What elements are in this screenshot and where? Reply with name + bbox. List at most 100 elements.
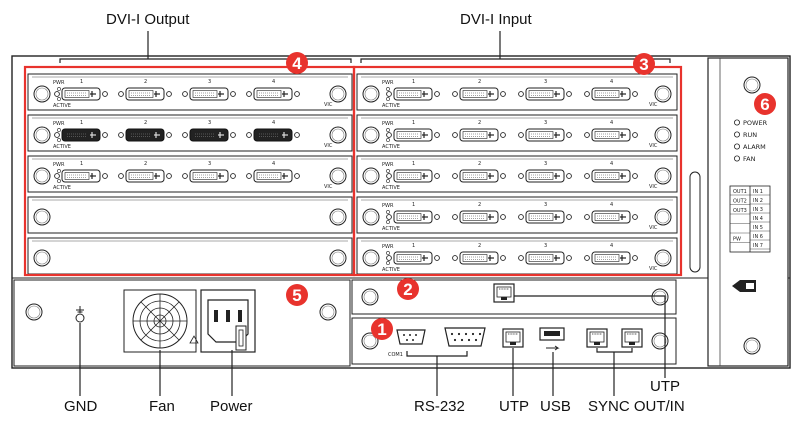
- active-led: [386, 261, 390, 265]
- active-label: ACTIVE: [382, 226, 400, 232]
- status-led: [734, 155, 741, 162]
- label-gnd: GND: [64, 398, 98, 415]
- active-label: ACTIVE: [382, 144, 400, 150]
- port-number: 2: [478, 120, 481, 126]
- io-out-label: OUT3: [733, 208, 747, 214]
- dvi-port: [53, 128, 109, 142]
- dvi-port: [386, 251, 440, 265]
- port-number: 4: [610, 79, 613, 85]
- marker-number: 2: [403, 280, 412, 299]
- status-led-label: RUN: [743, 131, 757, 139]
- pwr-label: PWR: [382, 244, 394, 250]
- port-number: 3: [544, 120, 547, 126]
- dvi-port: [517, 251, 573, 265]
- dvi-port: [583, 128, 639, 142]
- port-number: 1: [80, 79, 83, 85]
- port-number: 4: [610, 161, 613, 167]
- status-led-label: ALARM: [743, 143, 766, 151]
- pwr-led: [57, 87, 61, 91]
- status-led-label: POWER: [743, 119, 768, 127]
- marker-2: 2: [397, 278, 419, 300]
- dvi-port: [517, 169, 573, 183]
- rs232-port-2: [444, 327, 486, 347]
- pwr-label: PWR: [382, 80, 394, 86]
- io-in-label: IN 7: [753, 243, 763, 249]
- dvi-port: [517, 87, 573, 101]
- dvi-port: [386, 87, 440, 101]
- marker-number: 5: [292, 286, 301, 305]
- dvi-port: [117, 169, 173, 183]
- marker-4: 4: [286, 52, 308, 74]
- dvi-port: [452, 87, 506, 101]
- vic-label: VIC: [649, 225, 658, 231]
- active-led: [386, 97, 390, 101]
- label-utp-right: UTP: [650, 378, 680, 395]
- port-number: 3: [208, 161, 211, 167]
- port-number: 2: [478, 161, 481, 167]
- dvi-port: [517, 210, 573, 224]
- pwr-label: PWR: [53, 162, 65, 168]
- active-label: ACTIVE: [382, 185, 400, 191]
- output-card-5: [27, 237, 353, 275]
- pwr-led: [57, 128, 61, 132]
- control-card-1: [351, 317, 677, 365]
- active-led: [386, 179, 390, 183]
- status-led: [734, 143, 741, 150]
- pwr-label: PWR: [53, 121, 65, 127]
- gnd-terminal: [75, 313, 85, 323]
- marker-number: 6: [760, 95, 769, 114]
- vic-label: VIC: [649, 102, 658, 108]
- port-number: 2: [478, 243, 481, 249]
- pwr-led: [386, 87, 390, 91]
- connector-tag-icon: [732, 280, 756, 292]
- port-number: 1: [412, 202, 415, 208]
- marker-6: 6: [754, 93, 776, 115]
- dvi-port: [452, 128, 506, 142]
- port-number: 3: [208, 120, 211, 126]
- vic-label: VIC: [649, 266, 658, 272]
- dvi-port: [246, 128, 300, 142]
- label-utp: UTP: [499, 398, 529, 415]
- dvi-port: [452, 251, 506, 265]
- input-cards-highlight: [352, 65, 683, 277]
- power-module: [13, 279, 351, 367]
- vic-label: VIC: [324, 143, 333, 149]
- marker-number: 4: [292, 54, 302, 73]
- io-out-label: PW: [733, 237, 741, 243]
- port-number: 4: [272, 120, 275, 126]
- active-led: [386, 220, 390, 224]
- port-number: 2: [478, 79, 481, 85]
- dvi-port: [386, 210, 440, 224]
- status-led: [734, 131, 741, 138]
- vic-label: VIC: [324, 184, 333, 190]
- io-in-label: IN 6: [753, 234, 763, 240]
- marker-1: 1: [371, 318, 393, 340]
- port-number: 4: [610, 120, 613, 126]
- label-sync-out-in: SYNC OUT/IN: [588, 398, 685, 415]
- pwr-label: PWR: [382, 162, 394, 168]
- label-usb: USB: [540, 398, 571, 415]
- io-out-label: OUT2: [733, 199, 747, 205]
- dvi-port: [182, 169, 237, 183]
- port-number: 3: [544, 161, 547, 167]
- dvi-port: [452, 169, 506, 183]
- marker-3: 3: [633, 53, 655, 75]
- status-led-label: FAN: [743, 155, 756, 163]
- label-fan: Fan: [149, 398, 175, 415]
- pwr-led: [57, 169, 61, 173]
- dvi-port: [583, 169, 639, 183]
- port-number: 1: [412, 79, 415, 85]
- active-led: [57, 138, 61, 142]
- io-out-label: OUT1: [733, 189, 747, 195]
- port-number: 4: [610, 243, 613, 249]
- port-number: 4: [272, 79, 275, 85]
- pwr-led: [386, 128, 390, 132]
- pwr-label: PWR: [382, 203, 394, 209]
- label-dvi-output: DVI-I Output: [106, 11, 190, 28]
- io-in-label: IN 5: [753, 225, 763, 231]
